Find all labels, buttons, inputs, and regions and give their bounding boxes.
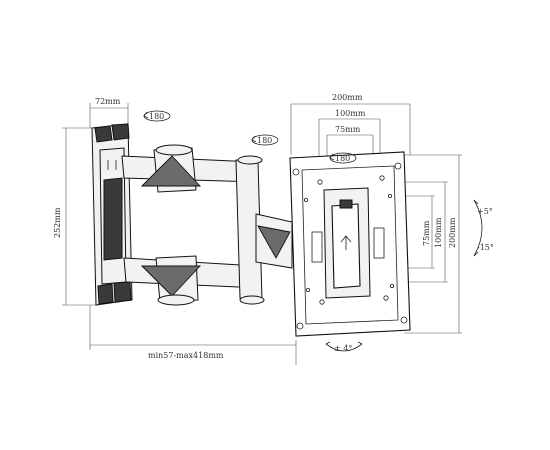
dim-label-100mm-w: 100mm — [335, 109, 366, 118]
rotation-label-arm: 180 — [257, 136, 272, 145]
dim-wall-plate-width: 72mm — [89, 97, 129, 128]
rotate-arrow-icon — [329, 153, 335, 161]
dim-label-200mm-w: 200mm — [332, 93, 363, 102]
dim-label-252mm: 252mm — [53, 207, 62, 238]
level-label: ± 4° — [334, 344, 352, 353]
rotation-wall-swivel: 180 — [143, 110, 171, 122]
tilt-indicator: +5° -15° — [473, 199, 494, 257]
dim-label-72mm: 72mm — [95, 97, 121, 106]
rotate-arrow-icon — [143, 111, 149, 119]
dim-vesa-outer-width: 200mm — [290, 93, 411, 155]
level-arrow-icon — [325, 343, 363, 352]
dim-height: 252mm — [53, 127, 98, 306]
wall-plate — [91, 123, 133, 306]
dim-label-75mm-w: 75mm — [335, 125, 361, 134]
dim-label-200mm-h: 200mm — [448, 217, 457, 248]
tilt-arc-icon — [473, 199, 483, 257]
dim-extension: min57-max418mm — [89, 305, 297, 365]
vesa-plate — [289, 151, 411, 337]
arrow-up-icon — [340, 235, 352, 250]
tilt-down-label: -15° — [477, 243, 494, 252]
rotation-label-wall: 180 — [149, 112, 164, 121]
vesa-clip — [339, 199, 353, 209]
level-adjust: ± 4° — [325, 341, 363, 353]
articulating-arms — [121, 144, 293, 306]
tilt-up-label: +5° — [477, 207, 493, 216]
dim-label-extension: min57-max418mm — [148, 351, 224, 360]
rotation-arm-swivel: 180 — [251, 134, 279, 146]
rotation-head-swivel: 180 — [329, 152, 357, 164]
dim-label-75mm-h: 75mm — [422, 220, 431, 246]
dim-vesa-outer-height: 200mm — [404, 154, 462, 334]
dim-label-100mm-h: 100mm — [434, 217, 443, 248]
rotation-label-head: 180 — [335, 154, 350, 163]
rotate-arrow-icon — [251, 135, 257, 143]
dim-vesa-mid-width: 100mm — [318, 109, 381, 160]
